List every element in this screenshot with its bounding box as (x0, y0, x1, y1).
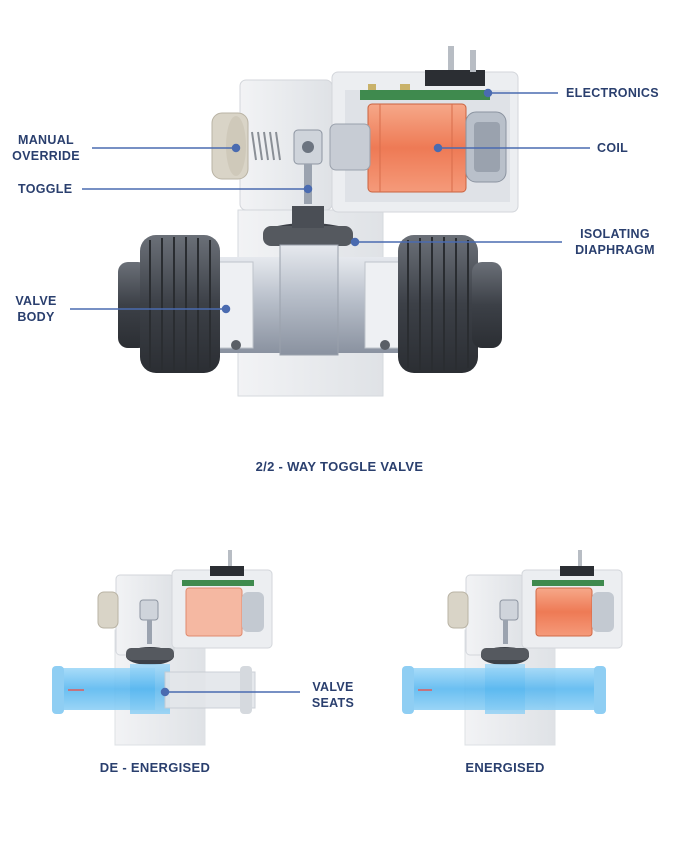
label-toggle: TOGGLE (18, 182, 73, 196)
label-valve-body-line2: BODY (17, 310, 55, 324)
label-isolating-diaphragm: ISOLATING DIAPHRAGM (565, 226, 665, 258)
page-title: 2/2 - WAY TOGGLE VALVE (255, 459, 424, 474)
label-isolating-line2: DIAPHRAGM (575, 243, 655, 257)
label-valve-seats: VALVE SEATS (300, 679, 366, 711)
label-valve-seats-line1: VALVE (312, 680, 354, 694)
label-valve-seats-line2: SEATS (311, 696, 355, 710)
energised-valve-drawing (402, 550, 623, 746)
label-valve-body-line1: VALVE (15, 294, 57, 308)
caption-energised: ENERGISED (465, 760, 545, 775)
label-manual-override: MANUAL OVERRIDE (6, 132, 86, 164)
caption-de-energised: DE - ENERGISED (99, 760, 211, 775)
main-valve-drawing (118, 46, 519, 397)
main-leader-lines (70, 88, 590, 314)
de-energised-valve-drawing (52, 550, 273, 746)
valve-seats-leader (160, 687, 300, 697)
label-coil: COIL (597, 141, 629, 155)
label-manual-override-line1: MANUAL (18, 133, 74, 147)
label-manual-override-line2: OVERRIDE (12, 149, 80, 163)
label-valve-body: VALVE BODY (6, 293, 66, 325)
label-electronics: ELECTRONICS (566, 86, 659, 100)
label-isolating-line1: ISOLATING (580, 227, 650, 241)
